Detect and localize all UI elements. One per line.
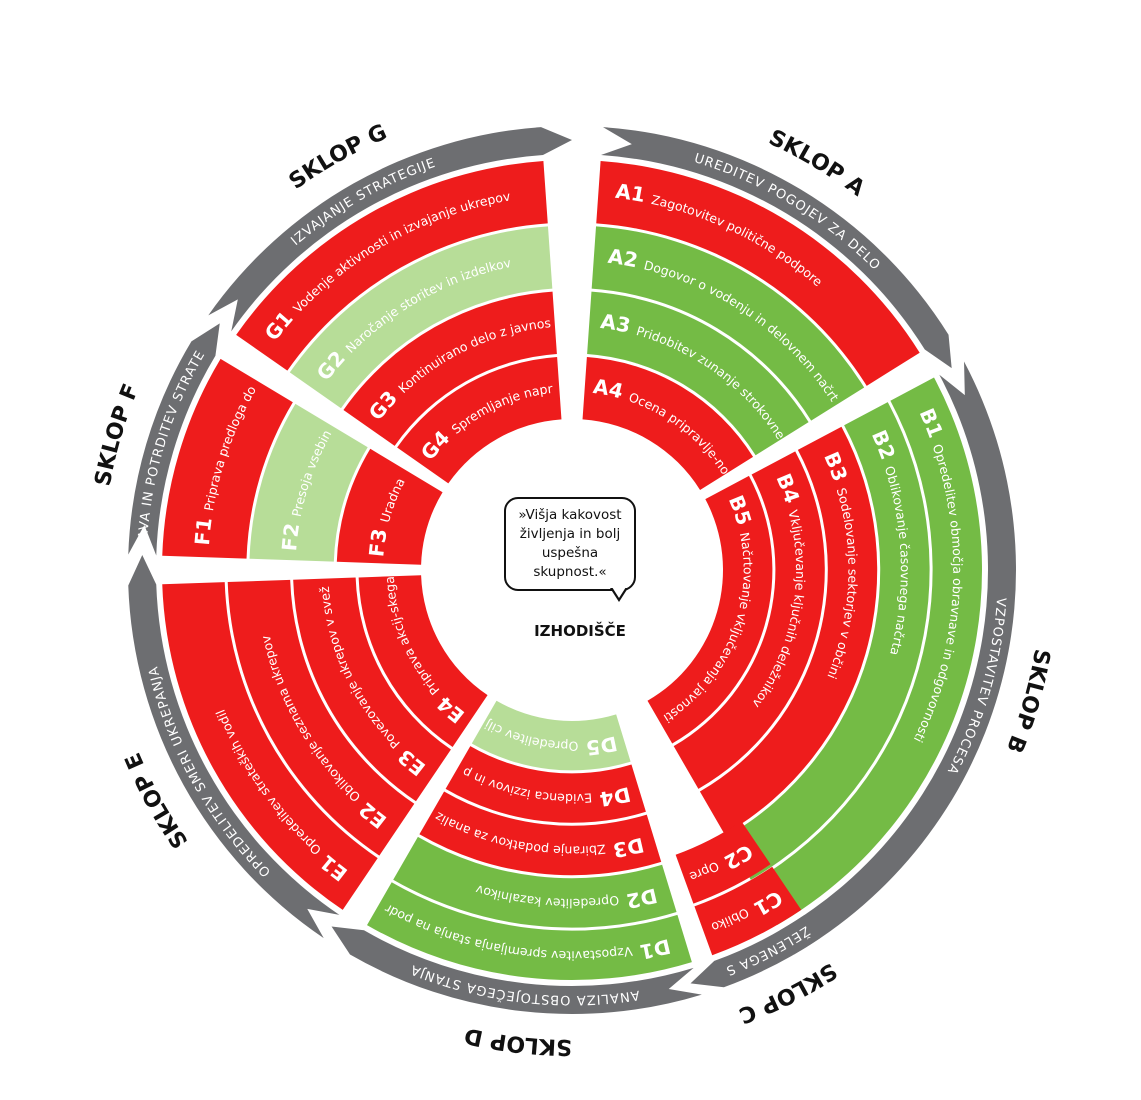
step-text-f1: F1 Priprava predloga dokumenta — [0, 0, 259, 546]
center-label: IZHODIŠČE — [534, 622, 626, 640]
step-segment-d5 — [471, 700, 631, 771]
step-code: F3 — [364, 519, 393, 558]
step-code: F2 — [277, 514, 305, 552]
cluster-band-g — [208, 127, 572, 332]
step-segment-b3 — [699, 426, 878, 835]
step-segment-g1 — [236, 160, 548, 371]
step-segment-g4 — [397, 357, 562, 484]
step-segment-a1 — [596, 160, 920, 386]
step-segment-d3 — [419, 791, 662, 876]
step-segment-e3 — [293, 577, 451, 802]
center-quote-bubble: »Višja kakovost življenja in bolj uspešn… — [504, 497, 636, 591]
cluster-title-b: SKLOP B — [1001, 647, 1054, 756]
step-segment-a2 — [591, 226, 865, 421]
step-segment-b1 — [752, 377, 982, 926]
step-segment-g3 — [343, 291, 557, 446]
step-segment-d4 — [445, 746, 646, 823]
step-segment-b5 — [647, 475, 773, 744]
step-segment-b4 — [673, 451, 825, 789]
step-code: D5 — [578, 731, 619, 760]
step-segment-e4 — [358, 575, 488, 747]
cluster-band-e — [128, 554, 340, 939]
cluster-title-f: SKLOP F — [91, 381, 145, 489]
step-segment-c1 — [694, 866, 802, 956]
cluster-band-d — [331, 926, 702, 1014]
step-segment-g2 — [289, 226, 553, 409]
step-segment-d2 — [393, 836, 677, 928]
step-code: F1 — [190, 509, 218, 547]
cluster-band-a — [601, 127, 952, 369]
step-segment-f3 — [336, 448, 443, 565]
step-segment-b2 — [726, 402, 930, 880]
cluster-band-f — [128, 323, 220, 556]
step-segment-a4 — [582, 357, 754, 490]
step-segment-c2 — [675, 821, 771, 904]
step-segment-a3 — [587, 291, 809, 456]
cluster-band-c — [690, 914, 821, 988]
step-segment-e2 — [227, 579, 415, 856]
cluster-title-d: SKLOP D — [462, 1022, 572, 1059]
step-segment-f1 — [162, 358, 293, 559]
step-segment-f2 — [249, 403, 368, 562]
step-segment-d1 — [367, 882, 692, 981]
step-segment-e1 — [162, 582, 378, 910]
